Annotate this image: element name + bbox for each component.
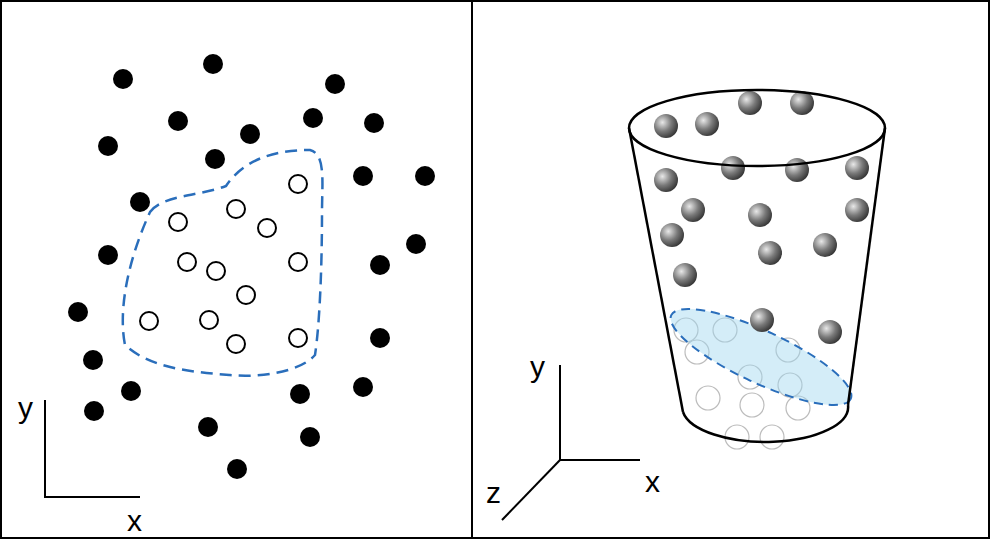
particle <box>695 112 719 136</box>
particle <box>98 245 118 265</box>
particle <box>415 166 435 186</box>
particle <box>370 328 390 348</box>
particle <box>289 175 307 193</box>
particle <box>83 350 103 370</box>
particle <box>353 166 373 186</box>
particle <box>660 223 684 247</box>
axis-label: x <box>127 506 142 536</box>
particle <box>673 263 697 287</box>
particle <box>785 158 809 182</box>
particle <box>121 381 141 401</box>
particle <box>113 69 133 89</box>
particle <box>205 149 225 169</box>
particle <box>845 198 869 222</box>
particle <box>681 198 705 222</box>
particle <box>140 312 158 330</box>
particle <box>84 401 104 421</box>
particle <box>203 54 223 74</box>
particle <box>178 253 196 271</box>
particle <box>227 335 245 353</box>
particle <box>790 91 814 115</box>
particle <box>227 200 245 218</box>
particle <box>289 253 307 271</box>
axis-label: y <box>530 352 545 382</box>
particle <box>654 114 678 138</box>
particle <box>130 192 150 212</box>
particle <box>760 425 784 449</box>
axis-label: z <box>486 478 501 508</box>
particle <box>168 111 188 131</box>
particle <box>748 203 772 227</box>
axis-label: y <box>18 393 33 423</box>
particle <box>289 329 307 347</box>
particle <box>758 241 782 265</box>
particle <box>696 386 720 410</box>
particle <box>240 124 260 144</box>
axis-label: x <box>645 467 660 497</box>
particle <box>325 74 345 94</box>
particle <box>818 320 842 344</box>
particle <box>200 311 218 329</box>
particle <box>845 156 869 180</box>
particle <box>353 377 373 397</box>
particle <box>725 425 749 449</box>
particle <box>364 113 384 133</box>
particle <box>290 384 310 404</box>
particle <box>300 427 320 447</box>
particle <box>98 136 118 156</box>
particle <box>406 234 426 254</box>
particle <box>207 262 225 280</box>
particle <box>370 255 390 275</box>
particle <box>237 286 255 304</box>
particle <box>198 417 218 437</box>
particle <box>654 168 678 192</box>
particle <box>68 302 88 322</box>
particle <box>227 459 247 479</box>
particle <box>303 108 323 128</box>
particle <box>750 308 774 332</box>
particle <box>740 393 764 417</box>
particle <box>169 213 187 231</box>
particle <box>721 156 745 180</box>
particle <box>738 91 762 115</box>
particle <box>813 233 837 257</box>
particle <box>258 219 276 237</box>
